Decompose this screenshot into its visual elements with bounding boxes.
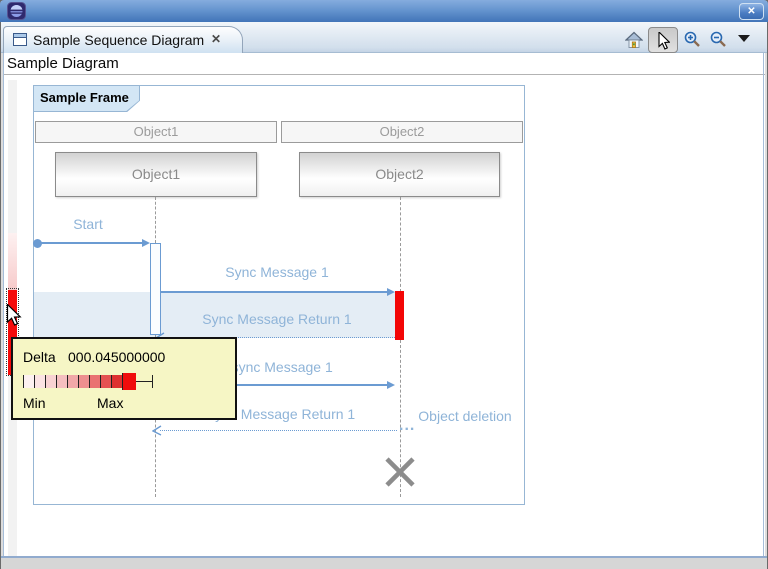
tab-sample-sequence-diagram[interactable]: Sample Sequence Diagram ✕ (3, 26, 243, 53)
select-tool-button[interactable] (648, 27, 678, 53)
window-left-border (1, 22, 3, 556)
async-message-return-1-label[interactable]: Async Message Return 1 (198, 406, 356, 422)
sync-message-1-label[interactable]: Sync Message 1 (225, 264, 329, 280)
window-bottom-border (1, 556, 767, 569)
home-button[interactable] (625, 31, 643, 49)
delta-tooltip: Delta 000.045000000 Min Max (11, 337, 237, 420)
object-deletion-label[interactable]: Object deletion (418, 408, 512, 424)
zoom-out-button[interactable] (710, 31, 727, 48)
sync-message-1-line[interactable] (161, 291, 389, 293)
async-message-1-line[interactable] (156, 384, 389, 386)
canvas-left-edge (3, 53, 4, 556)
object-destruction-cross-icon[interactable] (383, 455, 417, 489)
async-message-return-1-arrowhead (152, 425, 162, 436)
delta-value: 000.045000000 (68, 349, 166, 365)
delta-label: Delta (23, 349, 56, 365)
diagram-title-bar: Sample Diagram (3, 53, 765, 75)
delta-scale-end-line (136, 381, 152, 382)
start-message-line[interactable] (37, 242, 143, 244)
async-message-1-arrowhead (387, 381, 395, 389)
start-message-arrowhead (142, 239, 150, 247)
delta-scale (23, 373, 153, 390)
async-message-1-label[interactable]: Async Message 1 (222, 359, 333, 375)
sync-message-1-arrowhead (387, 288, 395, 296)
lifeline-header-object1[interactable]: Object1 (35, 121, 277, 143)
zoom-in-button[interactable] (684, 31, 701, 48)
mouse-cursor-icon (6, 304, 22, 326)
sync-message-return-1-line[interactable] (163, 337, 395, 338)
window-close-button[interactable]: ✕ (739, 3, 764, 20)
time-compression-segment-low[interactable] (8, 233, 17, 290)
tab-title: Sample Sequence Diagram (33, 32, 205, 48)
lifeline-box-object2[interactable]: Object2 (299, 152, 500, 197)
diagram-title: Sample Diagram (7, 55, 119, 72)
delta-scale-segments (23, 373, 136, 390)
start-message-label[interactable]: Start (73, 216, 103, 232)
lifeline-object2[interactable] (400, 340, 401, 497)
sync-message-return-1-label[interactable]: Sync Message Return 1 (202, 311, 352, 327)
lifeline-box-object1[interactable]: Object1 (55, 152, 257, 197)
canvas-right-edge (763, 53, 764, 556)
sequence-diagram-view-icon (13, 33, 27, 46)
delta-scale-end-tick (152, 375, 153, 388)
uml-frame[interactable] (33, 85, 525, 505)
activation-bar-object1[interactable] (150, 243, 161, 335)
lifeline-object1[interactable] (155, 197, 156, 243)
delta-min-label: Min (23, 395, 46, 411)
uml-frame-tag[interactable] (34, 86, 139, 111)
lifeline-object2[interactable] (400, 197, 401, 292)
sync-exchange-highlight (34, 292, 395, 338)
time-compression-segment-max[interactable] (8, 290, 17, 375)
tab-close-icon[interactable]: ✕ (211, 32, 222, 46)
delta-max-label: Max (97, 395, 124, 411)
pointer-arrow-icon (658, 32, 670, 50)
continuation-ellipsis: ... (399, 417, 416, 434)
uml-frame-label: Sample Frame (40, 90, 129, 105)
async-message-return-1-line[interactable] (160, 430, 397, 431)
window-titlebar[interactable]: ✕ (0, 0, 768, 22)
view-menu-dropdown-icon[interactable] (738, 35, 750, 42)
eclipse-logo-icon (7, 2, 26, 20)
activation-bar-object2-max-delta[interactable] (395, 291, 404, 340)
lifeline-header-object2[interactable]: Object2 (281, 121, 523, 143)
window-right-border (765, 22, 767, 556)
